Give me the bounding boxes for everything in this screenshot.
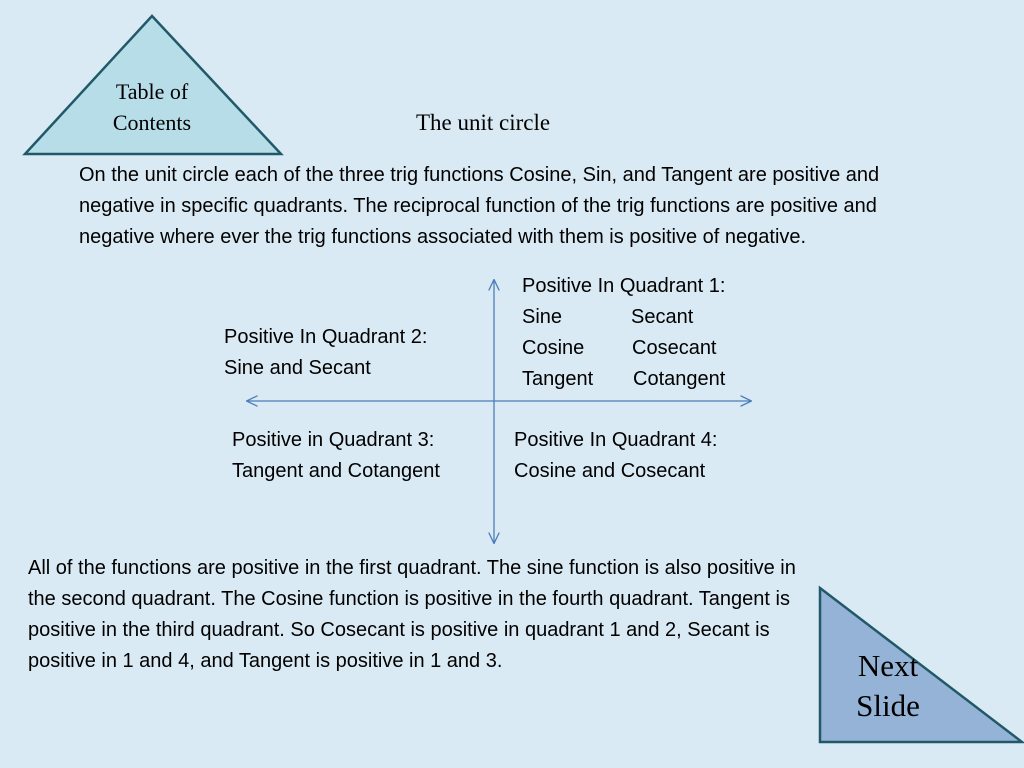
next-slide-triangle[interactable]: [818, 585, 1024, 744]
next-slide-label-line1: Next: [857, 648, 919, 683]
quadrant-3-heading: Positive in Quadrant 3:: [232, 429, 435, 451]
quadrant-3-functions: Tangent and Cotangent: [232, 460, 440, 482]
next-slide-button[interactable]: Next Slide: [838, 646, 938, 726]
quadrant-1-row: Sine Secant: [522, 302, 725, 333]
quadrant-2-heading: Positive In Quadrant 2:: [224, 326, 428, 348]
slide-title: The unit circle: [416, 110, 551, 135]
quadrant-4-heading: Positive In Quadrant 4:: [514, 429, 718, 451]
next-slide-label-line2: Slide: [856, 688, 920, 723]
quadrant-2-label: Positive In Quadrant 2: Sine and Secant: [224, 322, 427, 384]
intro-paragraph: On the unit circle each of the three tri…: [79, 164, 880, 248]
quadrant-1-row: Tangent Cotangent: [522, 364, 725, 395]
table-of-contents-triangle[interactable]: [22, 14, 284, 156]
summary-paragraph: All of the functions are positive in the…: [28, 557, 796, 672]
quadrant-4-functions: Cosine and Cosecant: [514, 460, 706, 482]
quadrant-2-functions: Sine and Secant: [224, 357, 371, 379]
quadrant-1-label: Positive In Quadrant 1: Sine Secant Cosi…: [522, 271, 725, 395]
quadrant-1-function: Cosine: [522, 337, 585, 359]
quadrant-4-label: Positive In Quadrant 4: Cosine and Cosec…: [514, 425, 717, 487]
quadrant-1-reciprocal: Secant: [631, 306, 694, 328]
quadrant-1-reciprocal: Cotangent: [633, 368, 726, 390]
quadrant-1-function: Sine: [522, 306, 563, 328]
quadrant-1-function: Tangent: [522, 368, 594, 390]
table-of-contents-button[interactable]: Table of Contents: [112, 79, 192, 135]
quadrant-3-label: Positive in Quadrant 3: Tangent and Cota…: [232, 425, 440, 487]
quadrant-1-heading: Positive In Quadrant 1:: [522, 275, 726, 297]
quadrant-1-row: Cosine Cosecant: [522, 333, 725, 364]
quadrant-1-reciprocal: Cosecant: [632, 337, 717, 359]
